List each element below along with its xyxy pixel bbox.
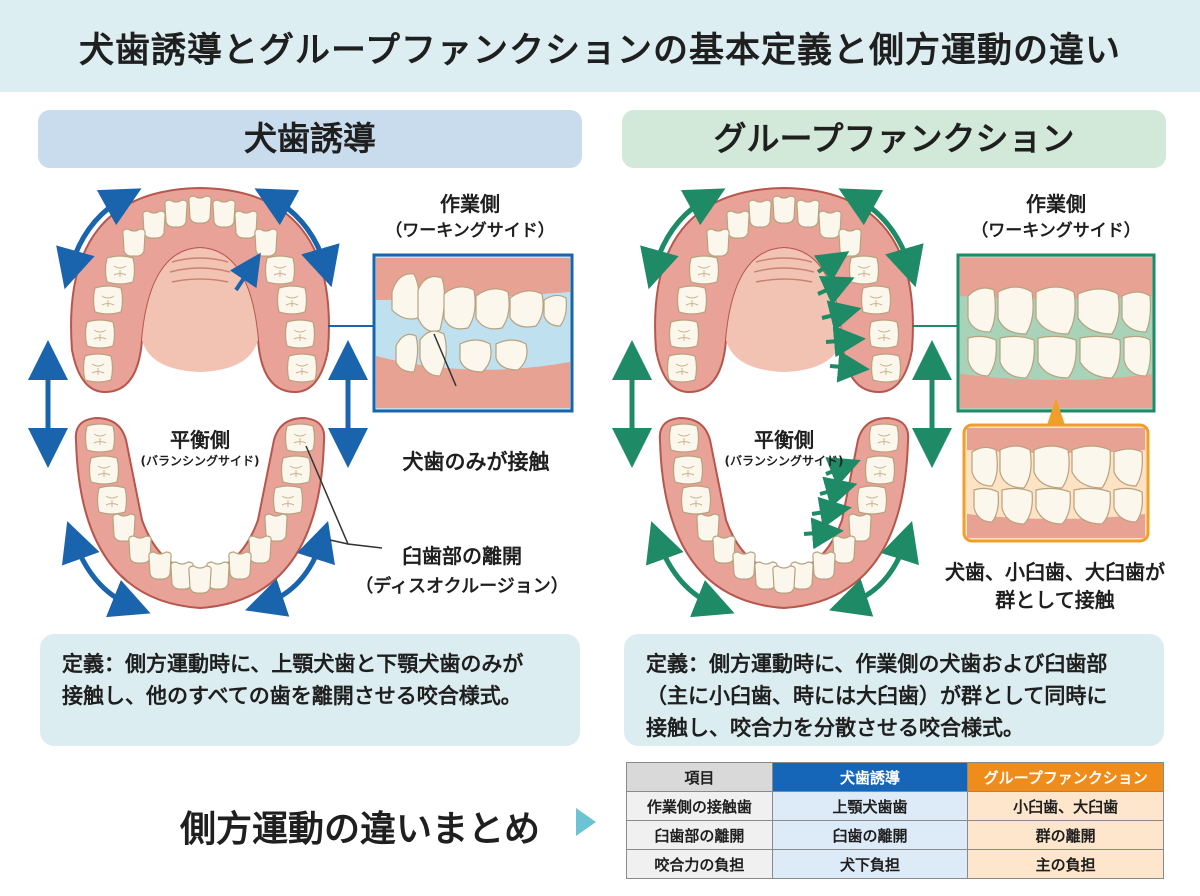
canine-guidance-header: 犬歯誘導 <box>38 110 582 168</box>
table-row: 作業側の接触歯 上顎犬歯歯 小臼歯、大臼歯 <box>626 791 1164 821</box>
group-function-header: グループファンクション <box>622 110 1166 168</box>
left-balancing-side-label: 平衡側 <box>170 428 230 452</box>
left-working-side-label: 作業側 <box>440 192 500 216</box>
table-row: 咬合力の負担 犬下負担 主の負担 <box>626 849 1164 879</box>
left-working-side-inset <box>372 253 574 413</box>
right-group-contact-inset <box>962 423 1150 543</box>
left-balancing-side-sublabel: (バランシングサイド) <box>140 454 260 468</box>
table-cell: 小臼歯、大臼歯 <box>967 791 1164 821</box>
group-function-definition: 定義：側方運動時に、作業側の犬歯および臼歯部 （主に小臼歯、時には大臼歯）が群と… <box>624 634 1164 746</box>
canine-definition-line2: 接触し、他のすべての歯を離開させる咬合様式。 <box>62 684 522 708</box>
title-band <box>0 0 1200 92</box>
right-working-side-inset <box>956 253 1156 413</box>
table-row: 臼歯部の離開 臼歯の離開 群の離開 <box>626 820 1164 850</box>
table-header-group: グループファンクション <box>967 762 1164 792</box>
canine-guidance-definition: 定義：側方運動時に、上顎犬歯と下顎犬歯のみが 接触し、他のすべての歯を離開させる… <box>40 634 580 746</box>
table-header-item: 項目 <box>626 762 773 792</box>
summary-title: 側方運動の違いまとめ <box>180 809 541 850</box>
group-definition-line1: 定義：側方運動時に、作業側の犬歯および臼歯部 <box>646 652 1108 676</box>
left-working-side-sublabel: （ワーキングサイド） <box>385 221 555 241</box>
right-group-contact-callout-line2: 群として接触 <box>995 588 1115 612</box>
table-cell: 上顎犬歯歯 <box>771 791 969 821</box>
summary-arrow-icon <box>576 808 596 836</box>
table-cell: 臼歯部の離開 <box>626 820 773 850</box>
comparison-table: 項目 犬歯誘導 グループファンクション 作業側の接触歯 上顎犬歯歯 小臼歯、大臼… <box>626 762 1164 879</box>
table-header-row: 項目 犬歯誘導 グループファンクション <box>626 762 1164 792</box>
page-title: 犬歯誘導とグループファンクションの基本定義と側方運動の違い <box>79 31 1121 71</box>
left-disclusion-sublabel: （ディスオクルージョン） <box>355 576 569 597</box>
table-cell: 咬合力の負担 <box>626 849 773 879</box>
right-working-side-label: 作業側 <box>1026 192 1086 216</box>
left-disclusion-label: 臼歯部の離開 <box>402 544 522 568</box>
right-upper-arch <box>654 186 914 394</box>
table-cell: 群の離開 <box>967 820 1164 850</box>
group-definition-line2: （主に小臼歯、時には大臼歯）が群として同時に <box>646 684 1108 708</box>
group-definition-line3: 接触し、咬合力を分散させる咬合様式。 <box>646 716 1024 740</box>
left-canine-only-callout: 犬歯のみが接触 <box>402 450 550 474</box>
right-movement-arrows <box>612 188 952 618</box>
left-upper-arch <box>70 186 330 394</box>
right-balancing-side-sublabel: (バランシングサイド) <box>724 454 844 468</box>
canine-definition-line1: 定義：側方運動時に、上顎犬歯と下顎犬歯のみが <box>62 652 524 676</box>
table-cell: 臼歯の離開 <box>771 820 969 850</box>
table-cell: 犬下負担 <box>771 849 969 879</box>
table-header-canine: 犬歯誘導 <box>771 762 969 792</box>
right-working-side-sublabel: （ワーキングサイド） <box>971 221 1141 241</box>
right-balancing-side-label: 平衡側 <box>754 428 814 452</box>
table-cell: 作業側の接触歯 <box>626 791 773 821</box>
left-movement-arrows <box>28 188 368 618</box>
right-group-contact-callout-line1: 犬歯、小臼歯、大臼歯が <box>945 560 1165 584</box>
table-cell: 主の負担 <box>967 849 1164 879</box>
